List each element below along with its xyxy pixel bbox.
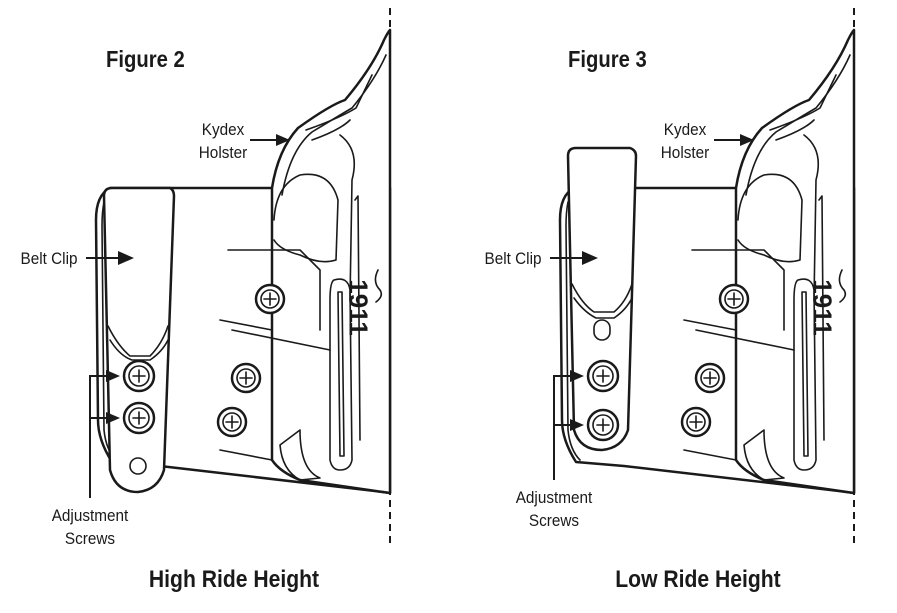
- clip-hole: [129, 457, 147, 475]
- adjustment-screw: [586, 408, 620, 442]
- logo-swirl-icon: [374, 269, 383, 303]
- belt-clip-label: Belt Clip: [20, 249, 78, 268]
- kydex-label: Kydex Holster: [660, 120, 710, 162]
- holster-screw: [718, 283, 750, 315]
- holster-illustration: [550, 8, 856, 548]
- arrow-adjustment: [553, 370, 584, 480]
- holster-illustration: [86, 8, 392, 548]
- logo-swirl-icon: [838, 269, 847, 303]
- arrow-belt-clip: [86, 251, 134, 265]
- adjustment-screws-label: Adjustment Screws: [515, 488, 593, 530]
- figure-caption: Low Ride Height: [615, 566, 781, 593]
- belt-clip-label: Belt Clip: [484, 249, 542, 268]
- belt-clip: [102, 186, 176, 494]
- holster-screw: [216, 406, 248, 438]
- adjustment-screws-label: Adjustment Screws: [51, 506, 129, 548]
- holster-screw: [230, 362, 262, 394]
- figure-low-ride: Figure 3: [464, 0, 897, 613]
- arrow-adjustment: [89, 370, 120, 498]
- adjustment-screw: [586, 359, 620, 393]
- holster-screw: [254, 283, 286, 315]
- figure-caption: High Ride Height: [148, 566, 320, 593]
- figure-title: Figure 3: [568, 46, 647, 72]
- kydex-label: Kydex Holster: [198, 120, 248, 162]
- arrow-kydex: [250, 134, 290, 146]
- stamp-1911: 1911: [343, 279, 374, 336]
- holster-screw: [680, 406, 712, 438]
- arrow-belt-clip: [550, 251, 598, 265]
- arrow-kydex: [714, 134, 754, 146]
- slot: [793, 278, 817, 471]
- figure-high-ride: Figure 2: [0, 0, 448, 613]
- figure-title: Figure 2: [106, 46, 185, 72]
- clip-hole: [593, 319, 611, 341]
- adjustment-screw: [122, 401, 156, 435]
- holster-screw: [694, 362, 726, 394]
- slot: [329, 278, 353, 471]
- stamp-1911: 1911: [807, 279, 838, 336]
- adjustment-screw: [122, 359, 156, 393]
